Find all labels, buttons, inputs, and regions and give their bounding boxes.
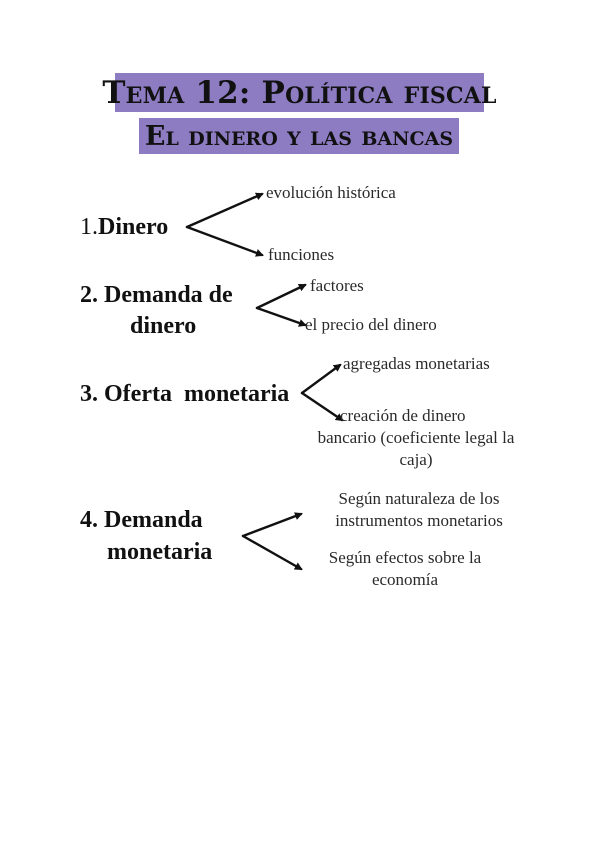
section-3-branch-2: creación de dinero bancario (coeficiente… (300, 405, 532, 471)
section-2-branch-2: el precio del dinero (305, 315, 437, 334)
section-1-branch-2: funciones (268, 245, 335, 264)
section-3-title: Oferta monetaria (104, 381, 290, 407)
arrow-icon (185, 225, 264, 257)
arrow-icon (185, 192, 264, 229)
section-4-branch-2: Según efectos sobre la economía (305, 547, 505, 591)
section-1-branch-1: evolución histórica (266, 183, 396, 202)
section-3-number: 3. (80, 381, 98, 407)
section-2-branch-1: factores (310, 276, 364, 295)
section-4-branch-2-line-1: Según efectos sobre la (328, 548, 482, 567)
section-1-title: Dinero (98, 214, 169, 240)
section-2-number: 2. (80, 282, 98, 308)
section-4-branch-2-line-2: economía (371, 570, 439, 589)
section-3-branch-2-line-2: bancario (coeficiente legal la (317, 428, 515, 447)
section-4-title-line-2: monetaria (107, 539, 213, 565)
arrow-icon (255, 306, 307, 327)
section-4-title-line-1: Demanda (104, 507, 203, 533)
arrow-icon (241, 534, 303, 571)
section-1-number: 1. (80, 214, 98, 240)
section-4-heading: 4. Demanda (80, 505, 203, 535)
section-3-branch-1: agregadas monetarias (343, 354, 490, 373)
section-1-heading: 1.Dinero (80, 212, 168, 242)
section-2-title-line-1: Demanda de (104, 282, 233, 308)
section-4-branch-1-line-1: Según naturaleza de los (338, 489, 500, 508)
section-2-title-line-2: dinero (130, 313, 197, 339)
section-4-branch-1-line-2: instrumentos monetarios (335, 511, 503, 530)
section-3-branch-2-line-1: creación de dinero (340, 406, 466, 425)
title-line-2: El dinero y las bancas (139, 118, 459, 154)
title-line-2-text: El dinero y las bancas (144, 120, 454, 152)
title-line-1-text: Tema 12: Política fiscal (102, 74, 497, 111)
section-4-branch-1: Según naturaleza de los instrumentos mon… (305, 488, 533, 532)
title-line-1: Tema 12: Política fiscal (102, 73, 496, 112)
arrow-icon (241, 512, 303, 538)
section-2-heading: 2. Demanda de (80, 280, 233, 310)
section-4-number: 4. (80, 507, 98, 533)
section-3-branch-2-line-3: caja) (399, 450, 433, 469)
arrow-icon (300, 363, 342, 395)
arrow-icon (255, 283, 307, 310)
section-3-heading: 3. Oferta monetaria (80, 379, 289, 409)
